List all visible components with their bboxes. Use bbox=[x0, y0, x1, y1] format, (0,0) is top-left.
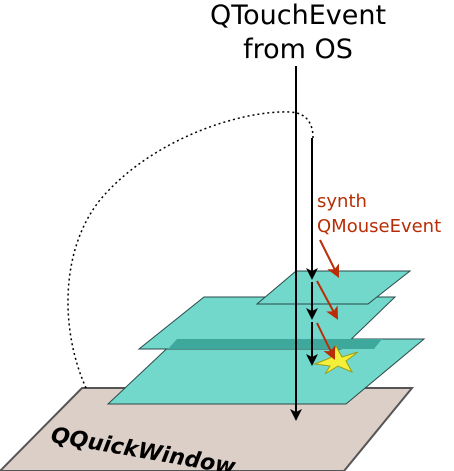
synth-label-line-2: QMouseEvent bbox=[317, 216, 441, 237]
mouse-event-arrow-top bbox=[319, 239, 339, 278]
title-line-2: from OS bbox=[243, 34, 353, 65]
layer-overlap-band bbox=[168, 339, 382, 349]
mouse-event-arrow-middle bbox=[316, 280, 339, 320]
mouse-event-arrow-bottom bbox=[316, 322, 336, 360]
synth-label-line-1: synth bbox=[317, 191, 367, 212]
title-line-1: QTouchEvent bbox=[210, 0, 386, 31]
dotted-return-path bbox=[67, 111, 314, 389]
